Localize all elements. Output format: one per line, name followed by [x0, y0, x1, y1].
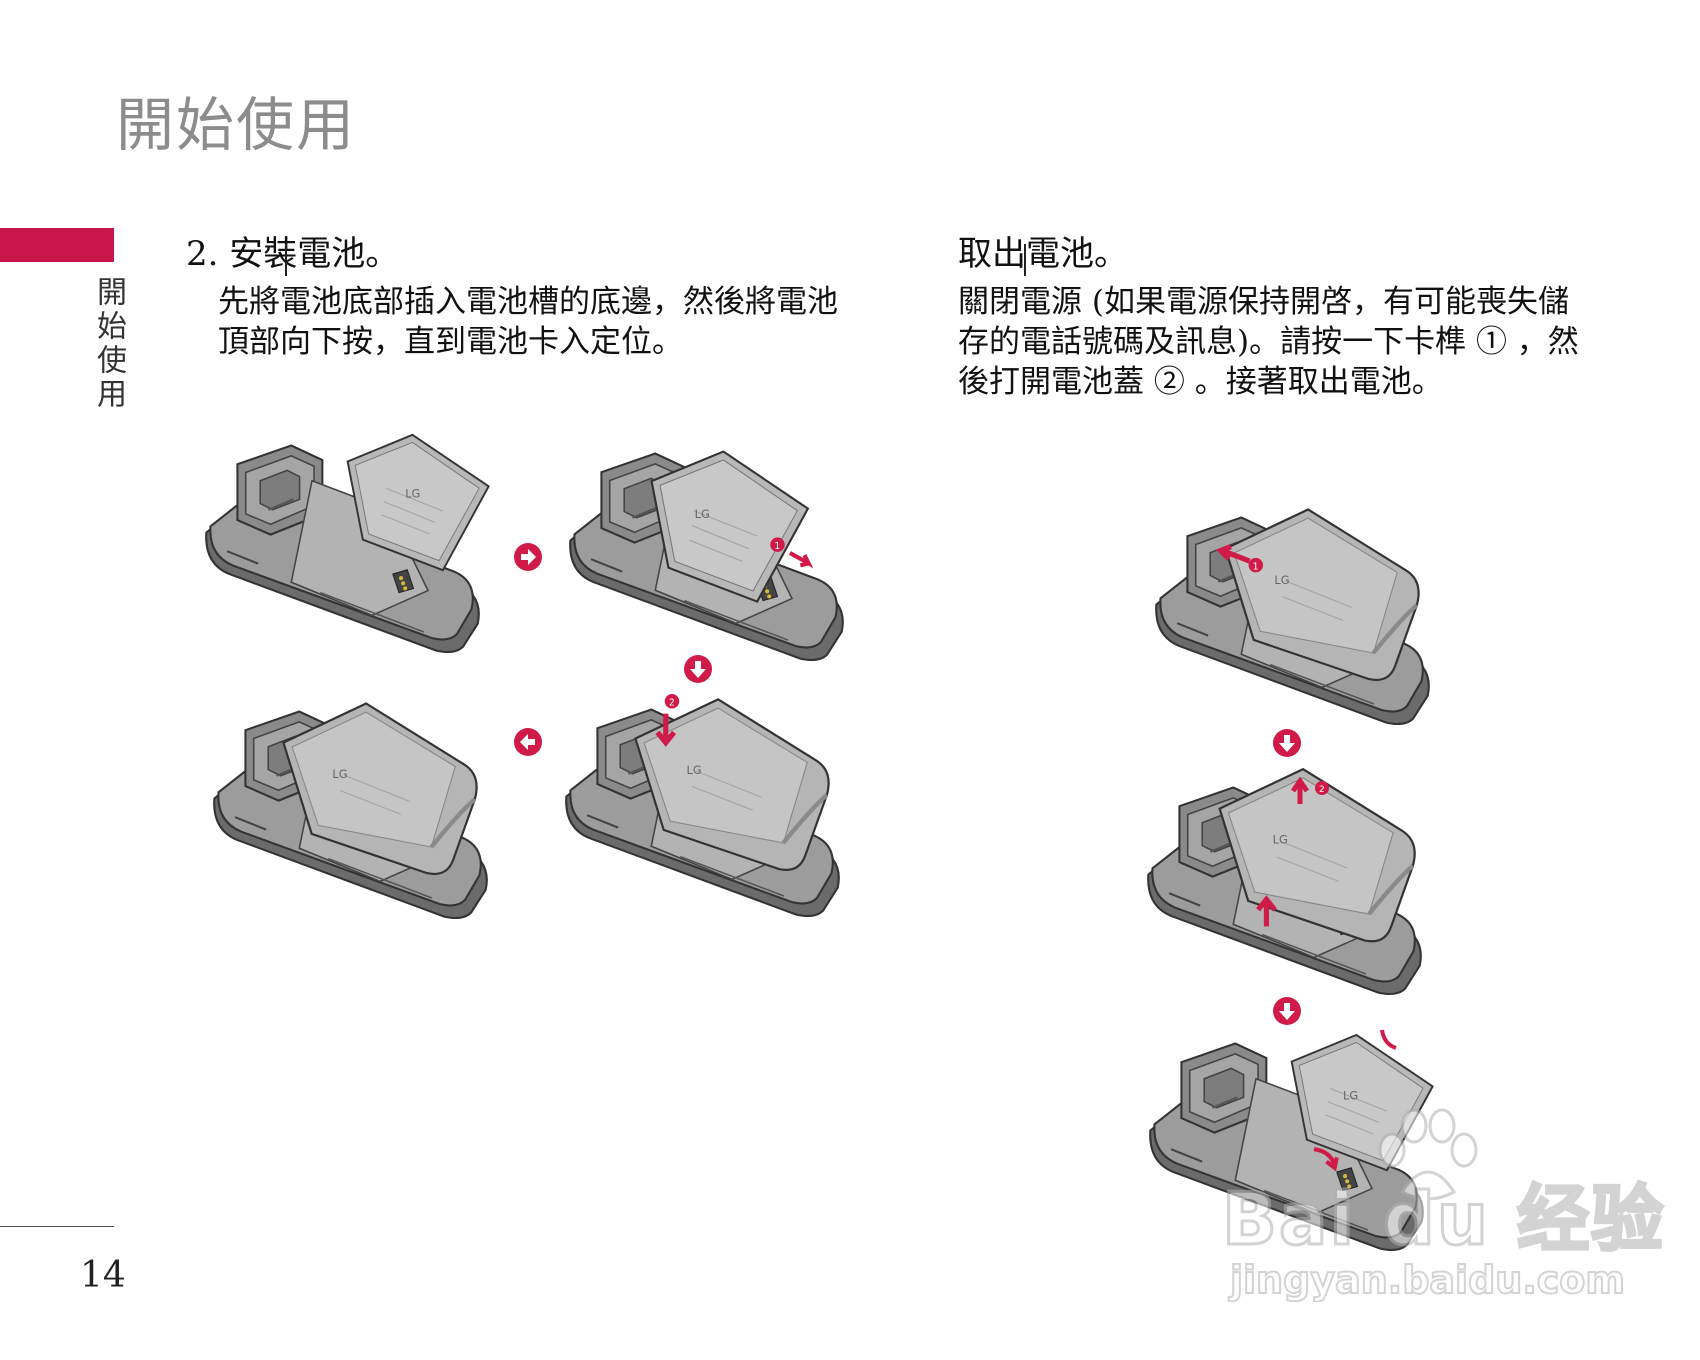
install-line-2: 頂部向下按，直到電池卡入定位。	[218, 324, 683, 360]
text-cursor-mark	[285, 244, 287, 276]
install-step-1-illustration: LG	[196, 433, 490, 656]
watermark: Bai du 经验 jingyan.baidu.com	[1220, 1108, 1665, 1318]
battery-logo: LG	[1343, 1088, 1358, 1102]
install-step-4-illustration: LG	[204, 702, 494, 922]
slide-arrow	[788, 551, 814, 569]
press-arrow	[655, 713, 677, 747]
arrow-down-icon	[683, 654, 713, 684]
text-cursor-mark	[1024, 244, 1026, 276]
lift-arrow	[1256, 895, 1277, 927]
step-marker-2	[664, 694, 680, 709]
rotate-arrow-icon	[1380, 1029, 1397, 1050]
remove-instructions: 關閉電源 (如果電源保持開啓，有可能喪失儲 存的電話號碼及訊息)。請按一下卡榫 …	[958, 282, 1579, 402]
page-title: 開始使用	[116, 91, 357, 159]
section-tab-marker	[0, 228, 114, 262]
step-marker-1	[1248, 557, 1264, 573]
install-line-1: 先將電池底部插入電池槽的底邊，然後將電池	[218, 284, 838, 320]
remove-step-3-illustration: LG	[1140, 1033, 1434, 1254]
install-step-2-illustration: LG 1	[560, 450, 850, 664]
latch-arrow	[1215, 544, 1251, 564]
lift-cover-arrow: 2	[1290, 776, 1329, 804]
battery-logo: LG	[332, 767, 347, 781]
side-section-label: 開始使用	[91, 276, 126, 412]
step-marker-1-label: 1	[774, 541, 780, 552]
remove-step-2-illustration: LG	[1138, 778, 1428, 998]
battery-logo: LG	[687, 763, 702, 777]
battery-logo: LG	[695, 507, 710, 521]
install-heading: 2. 安裝電池。	[186, 234, 400, 274]
battery-logo: LG	[1274, 573, 1289, 587]
install-step-3-illustration: LG 2	[556, 694, 846, 920]
arrow-down-icon	[1272, 728, 1302, 758]
battery-logo: LG	[405, 486, 420, 500]
watermark-url: jingyan.baidu.com	[1229, 1257, 1626, 1303]
arrow-left-icon	[513, 727, 543, 757]
arrow-down-icon	[1272, 996, 1302, 1026]
step-marker-2-label: 2	[669, 697, 675, 708]
arrow-right-icon	[513, 542, 543, 572]
paw-icon	[1378, 1108, 1478, 1201]
step-marker-1-label: 1	[1253, 561, 1259, 572]
install-instructions: 先將電池底部插入電池槽的底邊，然後將電池 頂部向下按，直到電池卡入定位。	[218, 282, 838, 362]
step-marker-2	[1315, 781, 1329, 795]
step-marker-1	[770, 537, 785, 552]
step-marker-2-label: 2	[1319, 785, 1325, 795]
page-number: 14	[80, 1255, 126, 1296]
remove-arrow	[1313, 1147, 1339, 1172]
footer-divider	[0, 1226, 114, 1227]
remove-heading: 取出電池。	[958, 234, 1128, 274]
battery-logo: LG	[1273, 832, 1288, 846]
remove-line-2: 存的電話號碼及訊息)。請按一下卡榫 ① ，然	[958, 324, 1579, 360]
remove-line-3: 後打開電池蓋 ② 。接著取出電池。	[958, 364, 1443, 400]
remove-step-1-illustration: LG 1	[1146, 508, 1436, 728]
remove-line-1: 關閉電源 (如果電源保持開啓，有可能喪失儲	[958, 284, 1569, 320]
watermark-brand: Bai du 经验	[1220, 1176, 1666, 1263]
